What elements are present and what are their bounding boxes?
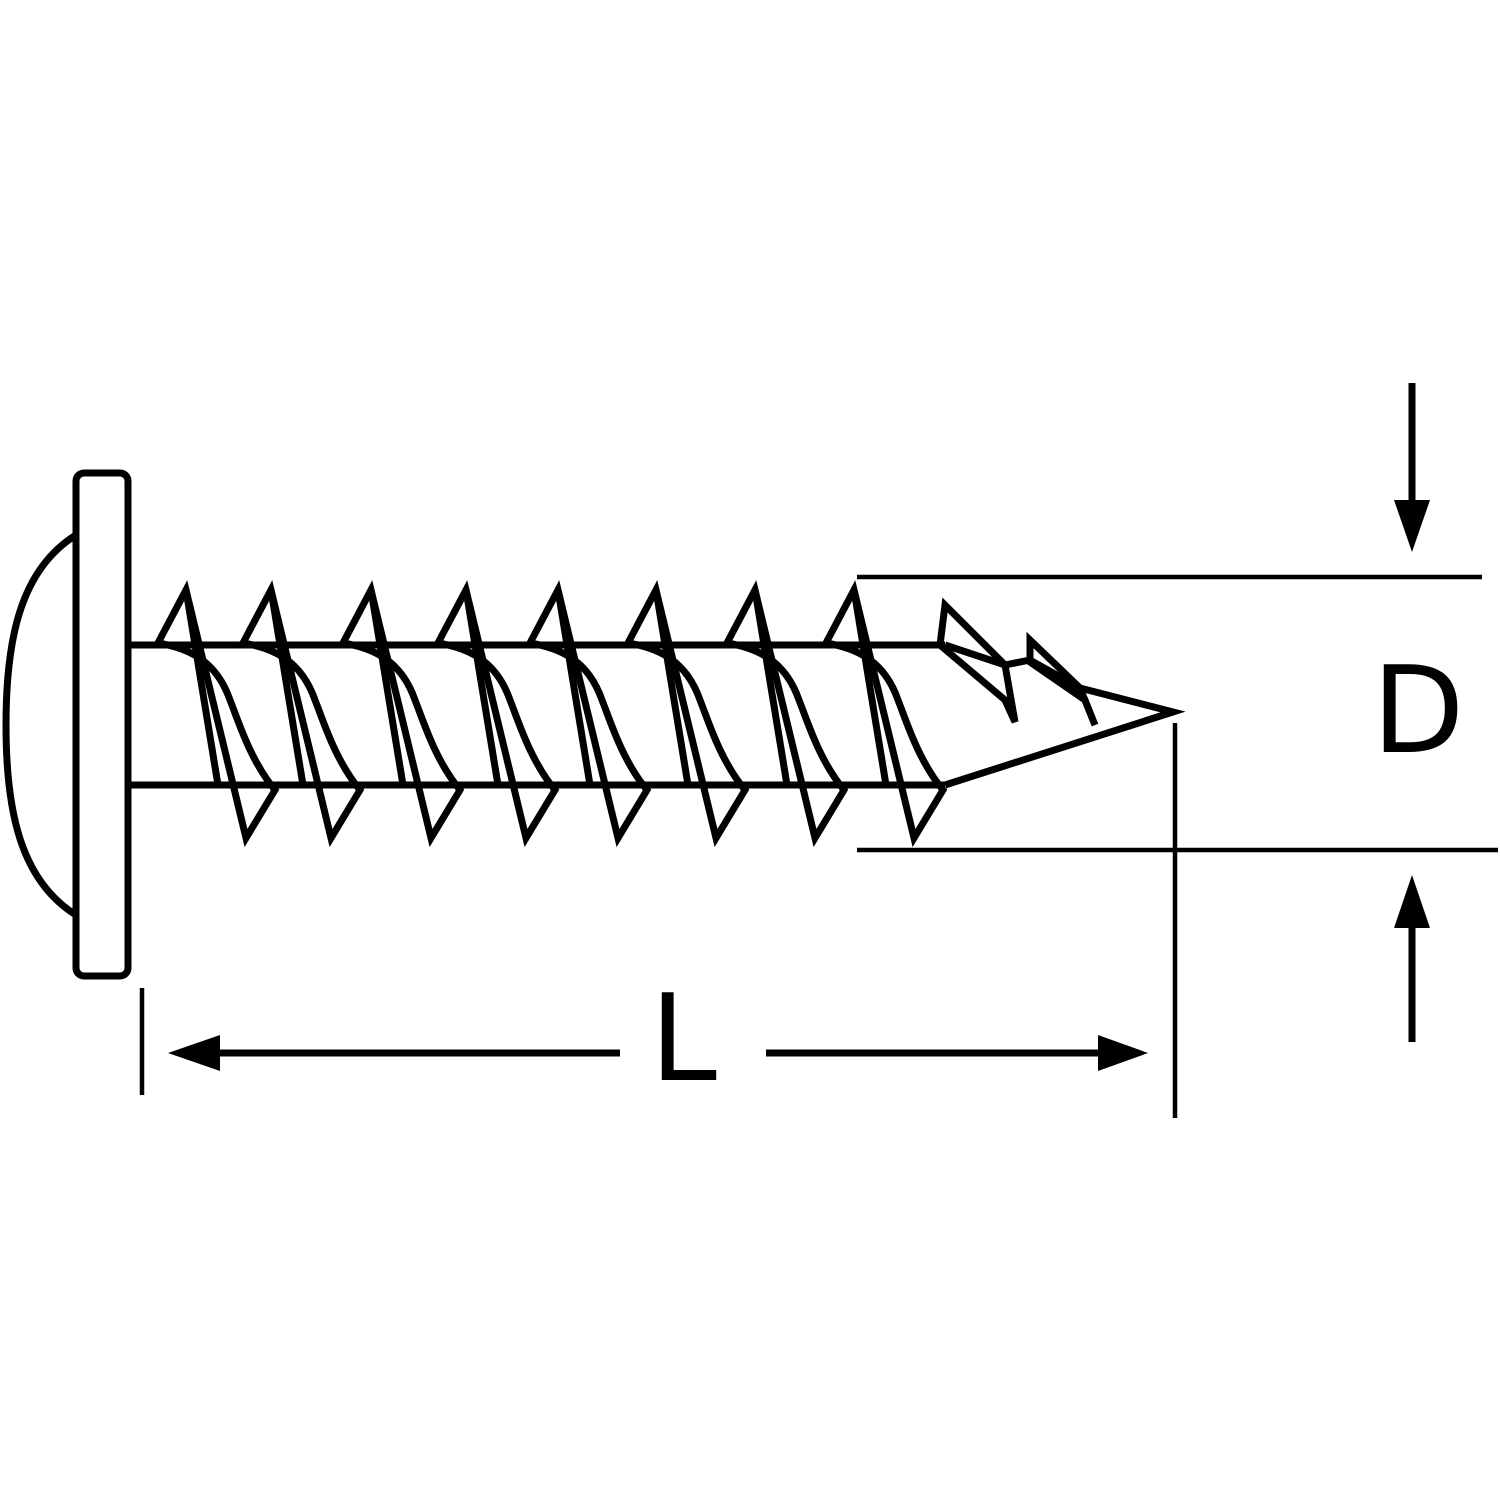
- length-arrow-right-head: [1098, 1035, 1148, 1071]
- thread-root: [751, 589, 791, 786]
- thread-root: [267, 589, 307, 786]
- tip-thread-1: [936, 597, 1019, 724]
- diameter-arrow-top-head: [1394, 500, 1430, 552]
- length-label: L: [650, 970, 717, 1109]
- diameter-arrow-bottom-head: [1394, 875, 1430, 928]
- tip-taper: [943, 641, 1186, 789]
- thread-crest: [820, 580, 948, 848]
- thread-crest: [524, 580, 652, 848]
- thread-crest: [237, 580, 365, 848]
- length-dimension: [139, 723, 1178, 1118]
- head-flange: [72, 469, 132, 980]
- thread-crest: [622, 580, 750, 848]
- head-dome: [2, 532, 78, 918]
- diameter-dimension: [857, 383, 1498, 1042]
- thread-crest: [721, 580, 849, 848]
- screw-threads: [152, 580, 948, 848]
- thread-root: [652, 589, 692, 786]
- thread-crest: [337, 580, 465, 848]
- thread-root: [462, 589, 502, 786]
- thread-crest: [432, 580, 560, 848]
- thread-root: [850, 589, 890, 786]
- thread-crest: [152, 580, 280, 848]
- thread-root: [182, 589, 222, 786]
- length-arrow-left-head: [168, 1035, 220, 1071]
- diameter-label: D: [1372, 642, 1465, 781]
- thread-root: [367, 589, 407, 786]
- thread-root: [554, 589, 594, 786]
- screw-head: [2, 469, 132, 980]
- tip-thread-2: [1026, 631, 1099, 727]
- screw-tip: [936, 597, 1186, 789]
